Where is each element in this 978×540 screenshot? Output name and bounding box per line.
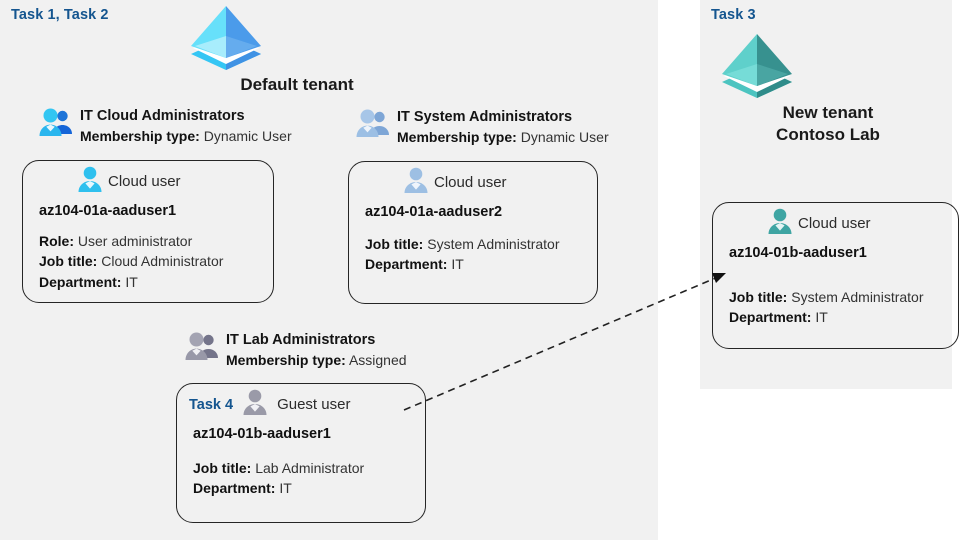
property-row: Job title: System Administrator bbox=[365, 234, 597, 254]
cloud-user-icon bbox=[767, 207, 793, 240]
group-membership: Membership type: Dynamic User bbox=[80, 127, 292, 147]
group-users-icon bbox=[355, 107, 391, 146]
property-row: Job title: System Administrator bbox=[729, 287, 958, 307]
azure-tenant-pyramid-icon bbox=[181, 2, 413, 74]
property-row: Department: IT bbox=[193, 478, 425, 498]
property-row: Role: User administrator bbox=[39, 231, 273, 251]
default-tenant-block: Default tenant bbox=[181, 2, 413, 96]
property-label: Department: bbox=[365, 256, 448, 273]
property-value: IT bbox=[125, 273, 138, 290]
card-properties: Job title: System Administrator Departme… bbox=[349, 234, 597, 275]
cloud-user-icon bbox=[77, 165, 103, 198]
group-it-cloud-administrators: IT Cloud Administrators Membership type:… bbox=[38, 106, 292, 146]
property-value: Cloud Administrator bbox=[101, 253, 224, 270]
azure-tenant-pyramid-icon bbox=[712, 30, 944, 102]
new-tenant-block: New tenant Contoso Lab bbox=[712, 30, 944, 147]
membership-label: Membership type: bbox=[226, 351, 346, 368]
user-card-az104-01b-aaduser1-new-tenant: Cloud user az104-01b-aaduser1 Job title:… bbox=[712, 202, 959, 349]
group-it-system-administrators: IT System Administrators Membership type… bbox=[355, 107, 609, 147]
task-label-1-2: Task 1, Task 2 bbox=[11, 7, 109, 23]
user-card-az104-01a-aaduser2: Cloud user az104-01a-aaduser2 Job title:… bbox=[348, 161, 598, 304]
card-header: Cloud user bbox=[23, 161, 273, 198]
default-tenant-panel bbox=[0, 0, 658, 540]
property-value: System Administrator bbox=[427, 236, 560, 252]
group-name: IT System Administrators bbox=[397, 109, 573, 125]
property-row: Job title: Lab Administrator bbox=[193, 458, 425, 478]
membership-label: Membership type: bbox=[397, 128, 517, 145]
user-type-label: Cloud user bbox=[798, 215, 871, 232]
user-type-label: Guest user bbox=[277, 396, 351, 413]
property-label: Department: bbox=[729, 309, 812, 326]
membership-value: Assigned bbox=[348, 351, 407, 368]
property-value: Lab Administrator bbox=[255, 460, 365, 476]
property-label: Job title: bbox=[729, 289, 788, 305]
property-label: Role: bbox=[39, 233, 74, 249]
card-header: Cloud user bbox=[713, 203, 958, 240]
user-type-label: Cloud user bbox=[434, 174, 507, 191]
group-membership: Membership type: Assigned bbox=[226, 351, 407, 371]
user-card-az104-01a-aaduser1: Cloud user az104-01a-aaduser1 Role: User… bbox=[22, 160, 274, 303]
membership-value: Dynamic User bbox=[520, 128, 609, 145]
property-label: Job title: bbox=[39, 253, 98, 270]
guest-user-icon bbox=[242, 388, 268, 421]
membership-label: Membership type: bbox=[80, 127, 200, 144]
card-properties: Job title: Lab Administrator Department:… bbox=[177, 458, 425, 499]
username: az104-01a-aaduser2 bbox=[365, 204, 503, 220]
property-label: Job title: bbox=[365, 236, 424, 252]
property-value: IT bbox=[815, 309, 828, 326]
property-row: Department: IT bbox=[729, 307, 958, 327]
card-header: Task 4 Guest user bbox=[177, 384, 425, 421]
task-label-3: Task 3 bbox=[711, 7, 756, 23]
group-users-icon bbox=[38, 106, 74, 145]
group-membership: Membership type: Dynamic User bbox=[397, 128, 609, 148]
group-users-icon bbox=[184, 330, 220, 369]
username: az104-01a-aaduser1 bbox=[39, 203, 177, 219]
card-properties: Role: User administrator Job title: Clou… bbox=[23, 231, 273, 292]
user-type-label: Cloud user bbox=[108, 173, 181, 190]
username: az104-01b-aaduser1 bbox=[193, 426, 331, 442]
default-tenant-name: Default tenant bbox=[240, 75, 354, 94]
property-row: Department: IT bbox=[365, 254, 597, 274]
group-it-lab-administrators: IT Lab Administrators Membership type: A… bbox=[184, 330, 407, 370]
new-tenant-name-line1: New tenant bbox=[782, 103, 874, 122]
property-row: Job title: Cloud Administrator bbox=[39, 251, 273, 271]
cloud-user-icon bbox=[403, 166, 429, 199]
membership-value: Dynamic User bbox=[203, 127, 292, 144]
task-label-4: Task 4 bbox=[189, 396, 234, 413]
card-properties: Job title: System Administrator Departme… bbox=[713, 287, 958, 328]
property-label: Job title: bbox=[193, 460, 252, 476]
property-label: Department: bbox=[193, 480, 276, 497]
card-header: Cloud user bbox=[349, 162, 597, 199]
group-name: IT Lab Administrators bbox=[226, 332, 376, 348]
username: az104-01b-aaduser1 bbox=[729, 245, 867, 261]
property-value: User administrator bbox=[77, 233, 193, 249]
property-row: Department: IT bbox=[39, 272, 273, 292]
property-value: System Administrator bbox=[791, 289, 924, 305]
group-name: IT Cloud Administrators bbox=[80, 108, 245, 124]
property-value: IT bbox=[279, 480, 292, 497]
property-value: IT bbox=[451, 256, 464, 273]
new-tenant-name-line2: Contoso Lab bbox=[776, 125, 880, 145]
property-label: Department: bbox=[39, 273, 122, 290]
user-card-az104-01b-aaduser1-guest: Task 4 Guest user az104-01b-aaduser1 Job… bbox=[176, 383, 426, 523]
